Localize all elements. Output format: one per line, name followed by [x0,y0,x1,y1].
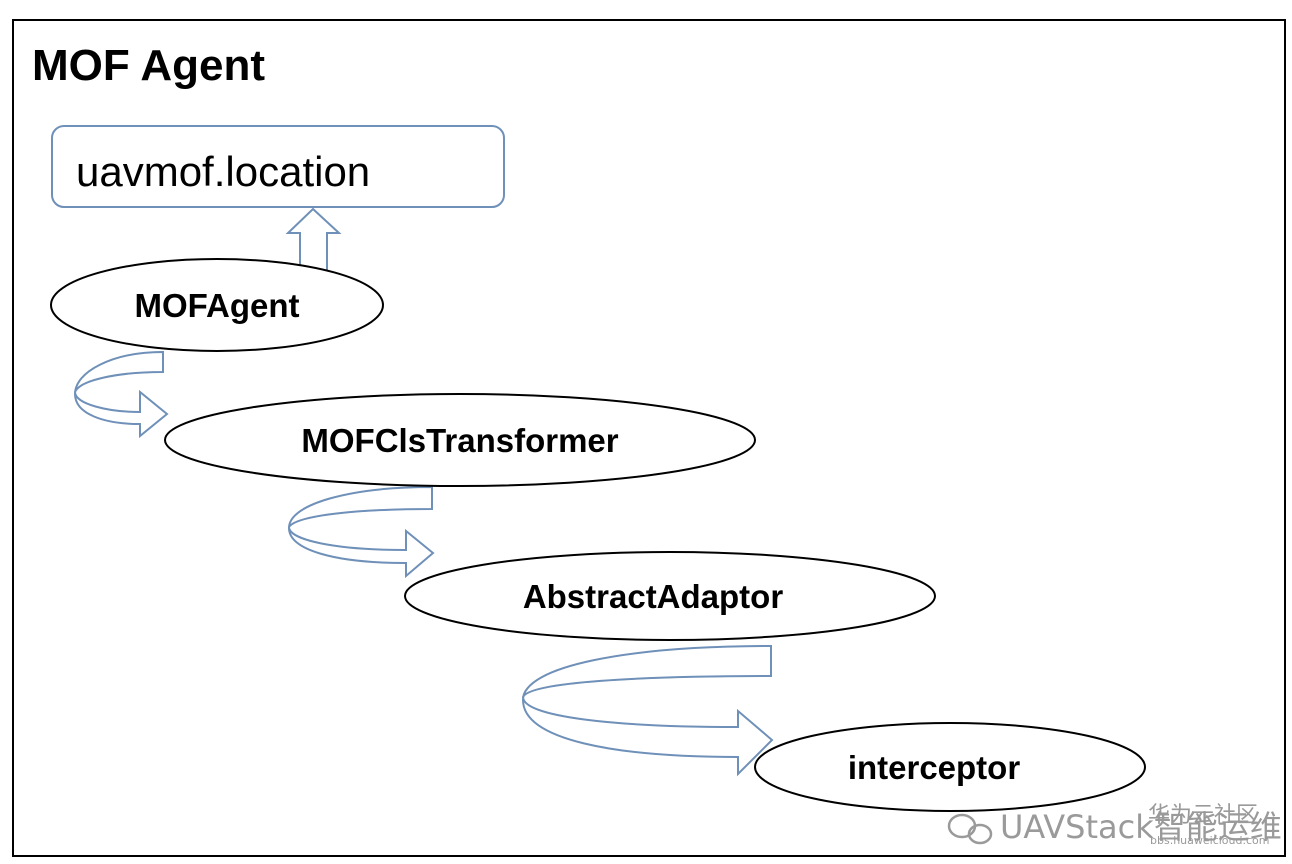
watermark: 华为云社区 UAVStack智能运维 bbs.huaweicloud.com [947,803,1282,847]
node-label-interceptor: interceptor [848,749,1021,786]
diagram-title: MOF Agent [32,41,265,90]
node-transformer: MOFClsTransformer [164,393,756,487]
location-box-label: uavmof.location [76,148,370,195]
location-box: uavmof.location [51,125,505,208]
node-mofagent: MOFAgent [50,258,384,352]
watermark-cn: 华为云社区 [1148,803,1258,828]
node-interceptor: interceptor [754,722,1146,812]
node-label-mofagent: MOFAgent [135,287,300,324]
curved-arrow-transformer-to-adaptor [287,485,435,579]
wechat-icon [947,813,993,845]
node-label-adaptor: AbstractAdaptor [523,578,784,615]
node-label-transformer: MOFClsTransformer [301,422,618,459]
watermark-url: bbs.huaweicloud.com [1150,834,1269,847]
watermark-text: UAVStack智能运维 [1000,808,1282,846]
node-adaptor: AbstractAdaptor [404,551,936,641]
curved-arrow-agent-to-transformer [73,350,169,439]
curved-arrow-adaptor-to-interceptor [521,644,774,777]
